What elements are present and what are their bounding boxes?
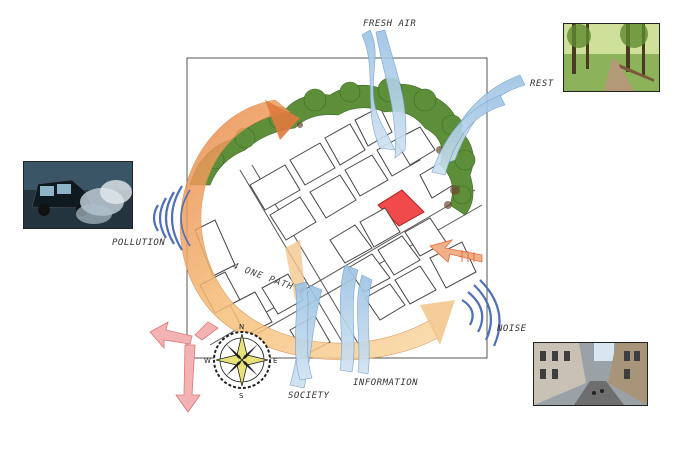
- exit-arrow-left: [149, 321, 193, 350]
- noise-arrow: [429, 239, 483, 263]
- block: [289, 142, 336, 186]
- information-flow-2: [357, 274, 373, 375]
- block: [394, 265, 437, 305]
- label-information: INFORMATION: [353, 378, 418, 388]
- pollution-waves: [152, 185, 191, 251]
- information-flow: [339, 264, 359, 373]
- exit-arrow-right: [194, 321, 219, 341]
- compass-s: S: [239, 392, 244, 400]
- label-pollution: POLLUTION: [112, 238, 165, 248]
- noise-waves: [461, 279, 501, 347]
- photo-car-pollution: [23, 161, 133, 229]
- fresh-air-arrow: [361, 29, 396, 151]
- noise-arrow-stripes: [461, 250, 475, 262]
- block: [347, 253, 391, 293]
- compass-rose: N S E W: [204, 323, 277, 400]
- label-rest: REST: [530, 79, 554, 89]
- compass-e: E: [273, 357, 277, 365]
- block: [324, 123, 366, 166]
- block: [249, 164, 301, 211]
- label-noise: NOISE: [496, 324, 527, 334]
- society-flow-2: [294, 281, 313, 381]
- photo-forest-path: [563, 23, 660, 92]
- compass-n: N: [239, 323, 244, 331]
- path-arc-arrowhead-bottom: [420, 300, 455, 345]
- block: [377, 235, 421, 276]
- photo-street: [533, 342, 648, 406]
- exit-arrow-down: [175, 344, 201, 413]
- block: [309, 174, 357, 219]
- label-fresh-air: FRESH AIR: [363, 19, 416, 29]
- block: [344, 154, 389, 197]
- exit-arrows: [149, 321, 219, 413]
- compass-w: W: [204, 357, 211, 365]
- block: [359, 207, 401, 248]
- city-street-image: [534, 343, 647, 405]
- block: [329, 224, 373, 264]
- forest-path-image: [564, 24, 659, 91]
- rest-air-arrow-2: [431, 94, 506, 176]
- car-exhaust-image: [24, 162, 132, 228]
- fresh-air-flows: [289, 29, 526, 389]
- path-arc-arrowhead-top: [265, 100, 300, 140]
- block: [269, 196, 317, 241]
- label-society: SOCIETY: [288, 391, 330, 401]
- block: [364, 283, 406, 321]
- fresh-air-arrow: [375, 29, 407, 159]
